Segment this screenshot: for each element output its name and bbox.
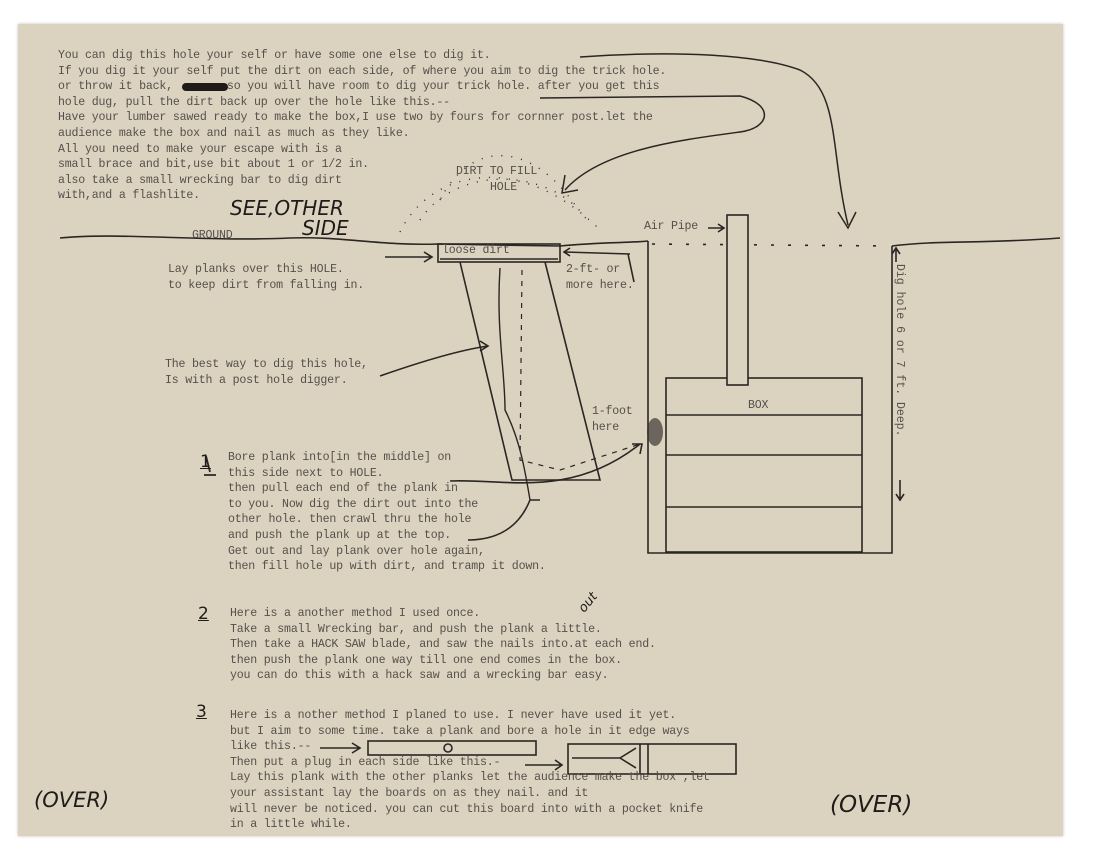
dig-hole-label: Dig hole 6 or 7 ft. Deep. (893, 264, 906, 437)
method-line: then pull each end of the plank in (228, 482, 458, 496)
intro-line: or throw it back, so you will have room … (58, 80, 660, 94)
label-line: Lay planks over this HOLE. (168, 263, 344, 276)
method-line: Here is a nother method I planed to use.… (230, 709, 676, 722)
see-other-side-line2: SIDE (302, 216, 349, 240)
dirt-to-fill-label: DIRT TO FILL HOLE (456, 164, 537, 195)
method-line: but I aim to some time. take a plank and… (230, 724, 690, 738)
method-line: and push the plank up at the top. (228, 528, 451, 542)
trick-hole (459, 261, 602, 481)
see-other-side-line1: SEE,OTHER (230, 196, 344, 220)
method-line: will never be noticed. you can cut this … (230, 802, 704, 816)
dirt-pile (399, 155, 601, 233)
letter-page (18, 24, 1063, 836)
label-line: here (592, 420, 620, 434)
method-line: your assistant lay the boards on as they… (230, 786, 589, 800)
method-line: you can do this with a hack saw and a wr… (230, 669, 609, 683)
crawl-path (498, 267, 540, 501)
intro-line: You can dig this hole your self or have … (58, 49, 491, 62)
loose-dirt-label: loose dirt (442, 244, 510, 257)
ground-line (59, 235, 649, 247)
best-way-label: The best way to dig this hole, Is with a … (165, 357, 368, 388)
method-line: then push the plank one way till one end… (230, 653, 622, 667)
intro-line: audience make the box and nail as much a… (58, 126, 410, 140)
intro-line: hole dug, pull the dirt back up over the… (58, 95, 450, 109)
intro-line: If you dig it your self put the dirt on … (58, 64, 667, 78)
intro-line: also take a small wrecking bar to dig di… (58, 173, 342, 187)
method-number-1: 1 (200, 452, 211, 472)
arrow-top (579, 53, 857, 230)
method-line: other hole. then crawl thru the hole (228, 513, 472, 527)
one-foot-label: 1-foot here (592, 404, 633, 435)
over-note-left: (OVER) (34, 788, 110, 812)
scribble-out (182, 83, 228, 91)
box (665, 377, 863, 553)
method-line: Take a small Wrecking bar, and push the … (230, 622, 602, 636)
ground-line-right (891, 237, 1061, 247)
air-pipe-label: Air Pipe (644, 220, 699, 233)
label-line: 1-foot (592, 405, 633, 418)
box-label: BOX (748, 399, 769, 412)
arrow-dirt (539, 95, 766, 194)
method-number-3: 3 (196, 702, 207, 722)
method-line: like this.-- (230, 740, 312, 754)
intro-line: All you need to make your escape with is… (58, 142, 342, 156)
label-line: 2-ft- or (566, 263, 621, 276)
box-hole (647, 241, 893, 554)
method-line: to you. Now dig the dirt out into the (228, 497, 479, 511)
method-line: Get out and lay plank over hole again, (228, 544, 485, 558)
method-line: Here is a another method I used once. (230, 607, 481, 620)
ground-label: GROUND (192, 229, 233, 242)
method-line: Then put a plug in each side like this.- (230, 755, 501, 769)
lay-planks-label: Lay planks over this HOLE. to keep dirt f… (168, 262, 364, 293)
intro-text: You can dig this hole your self or have … (58, 48, 666, 204)
method-line: Then take a HACK SAW blade, and saw the … (230, 638, 656, 652)
method-3-text: Here is a nother method I planed to use.… (230, 708, 710, 833)
plank-with-plug (567, 743, 737, 775)
over-note-right: (OVER) (830, 792, 913, 818)
intro-line: with,and a flashlite. (58, 189, 200, 203)
method-line: Lay this plank with the other planks let… (230, 771, 710, 785)
method-2-text: Here is a another method I used once. Ta… (230, 606, 656, 684)
label-line: Is with a post hole digger. (165, 373, 348, 387)
label-line: HOLE (490, 180, 518, 194)
label-line: to keep dirt from falling in. (168, 278, 364, 292)
ground-dotted (651, 243, 891, 247)
method-line: Bore plank into[in the middle] on (228, 451, 451, 464)
planks (437, 243, 561, 263)
air-pipe (726, 214, 749, 386)
method-1-text: Bore plank into[in the middle] on this s… (228, 450, 546, 575)
intro-line: Have your lumber sawed ready to make the… (58, 111, 653, 125)
method-line: this side next to HOLE. (228, 466, 384, 480)
label-line: The best way to dig this hole, (165, 358, 368, 371)
label-line: DIRT TO FILL (456, 165, 538, 178)
two-ft-label: 2-ft- or more here. (566, 262, 634, 293)
label-line: more here. (566, 278, 634, 292)
plank-with-hole (367, 740, 537, 756)
intro-line: small brace and bit,use bit about 1 or 1… (58, 158, 369, 172)
method-number-2: 2 (198, 604, 209, 624)
method-line: then fill hole up with dirt, and tramp i… (228, 560, 546, 574)
method-line: in a little while. (230, 818, 352, 832)
